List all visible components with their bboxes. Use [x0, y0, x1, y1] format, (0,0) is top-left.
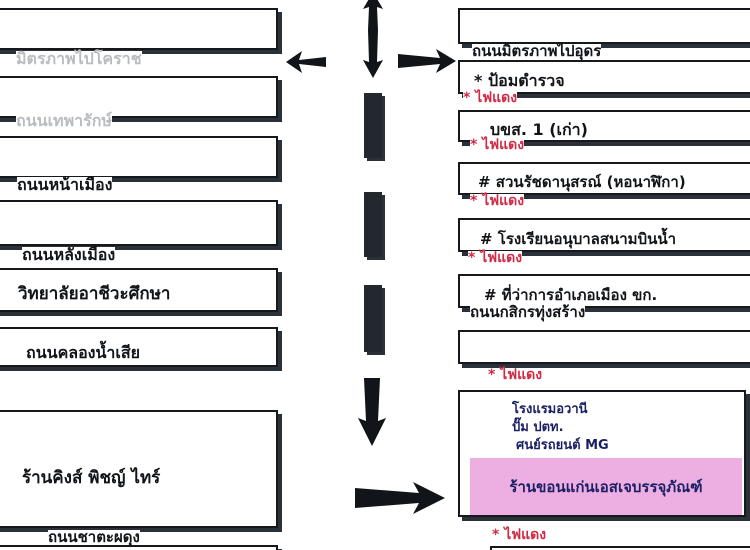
center-divider-bar-1: [364, 93, 382, 158]
left-label-4: ถนนหลังเมือง: [22, 245, 116, 264]
traffic-light-6: * ไฟแดง: [492, 527, 547, 543]
poi-line-1: โรงแรมอวานี: [512, 402, 588, 417]
arrow-down-icon: [358, 378, 386, 446]
arrow-right-bottom[interactable]: [355, 481, 445, 515]
left-label-3: ถนนหน้าเมือง: [17, 175, 113, 194]
arrow-down-top[interactable]: [362, 30, 384, 78]
arrow-right-icon: [355, 482, 445, 514]
poi-line-3: ศนย์รถยนต์ MG: [516, 438, 609, 453]
center-divider-bar-3: [364, 285, 382, 352]
right-box-9[interactable]: [490, 546, 750, 550]
left-label-5: ถนนคลองน้ำเสีย: [26, 343, 141, 362]
traffic-light-3: * ไฟแดง: [470, 193, 525, 209]
right-box-5-label: # โรงเรียนอนุบาลสนามบินน้ำ: [480, 230, 677, 248]
traffic-light-4: * ไฟแดง: [468, 250, 523, 266]
arrow-down-mid[interactable]: [357, 378, 387, 446]
traffic-light-5: * ไฟแดง: [488, 367, 543, 383]
right-label-road-2: ถนนกสิกรทุ่งสร้าง: [470, 303, 586, 321]
right-box-1[interactable]: [458, 8, 750, 44]
left-box-7-label: ร้านคิงส์ พิชญ์ ไทร์: [22, 468, 161, 488]
left-box-2[interactable]: [0, 76, 278, 118]
traffic-light-2: * ไฟแดง: [470, 137, 525, 153]
left-label-6: ถนนชาตะผดุง: [48, 528, 140, 546]
right-box-5[interactable]: # โรงเรียนอนุบาลสนามบินน้ำ: [458, 218, 750, 252]
right-box-4-label: # สวนรัชดานุสรณ์ (หอนาฬิกา): [478, 173, 686, 191]
arrow-left-icon: [286, 51, 326, 73]
right-box-2-label: * ป้อมตำรวจ: [474, 71, 565, 90]
poi-line-2: ปั๊ม ปตท.: [512, 420, 564, 435]
poi-box[interactable]: โรงแรมอวานี ปั๊ม ปตท. ศนย์รถยนต์ MG ร้าน…: [458, 390, 746, 517]
right-box-2[interactable]: * ป้อมตำรวจ: [458, 60, 750, 94]
arrow-left[interactable]: [286, 50, 326, 74]
left-box-5[interactable]: วิทยาลัยอาชีวะศึกษา: [0, 268, 278, 312]
arrow-up-icon: [363, 0, 383, 30]
arrow-right-icon: [398, 49, 456, 73]
arrow-right-top[interactable]: [398, 48, 456, 74]
right-box-6[interactable]: # ที่ว่าการอำเภอเมือง ขก.: [458, 274, 750, 308]
right-box-7[interactable]: [458, 330, 750, 364]
arrow-down-icon: [363, 30, 383, 78]
poi-highlight-label: ร้านขอนแก่นเอสเจบรรจุภัณฑ์: [509, 477, 703, 496]
left-box-5-label: วิทยาลัยอาชีวะศึกษา: [18, 284, 171, 304]
left-box-7[interactable]: ร้านคิงส์ พิชญ์ ไทร์: [0, 410, 278, 528]
right-box-3-label: บขส. 1 (เก่า): [490, 120, 588, 139]
traffic-light-1: * ไฟแดง: [463, 90, 518, 106]
left-box-8[interactable]: [0, 545, 278, 550]
left-box-3[interactable]: [0, 136, 278, 178]
right-label-road-1: ถนนมิตรภาพไปอุดร: [472, 42, 602, 60]
right-box-3[interactable]: บขส. 1 (เก่า): [458, 110, 750, 142]
right-box-4[interactable]: # สวนรัชดานุสรณ์ (หอนาฬิกา): [458, 162, 750, 195]
left-label-1: มิตรภาพไปโคราช: [16, 49, 142, 68]
left-box-1[interactable]: [0, 8, 278, 50]
left-label-2: ถนนเทพารักษ์: [16, 111, 112, 130]
arrow-up[interactable]: [362, 0, 384, 30]
right-box-6-label: # ที่ว่าการอำเภอเมือง ขก.: [484, 286, 658, 304]
center-divider-bar-2: [364, 192, 382, 257]
poi-highlight-strip[interactable]: ร้านขอนแก่นเอสเจบรรจุภัณฑ์: [470, 458, 742, 515]
left-box-4[interactable]: [0, 200, 278, 246]
